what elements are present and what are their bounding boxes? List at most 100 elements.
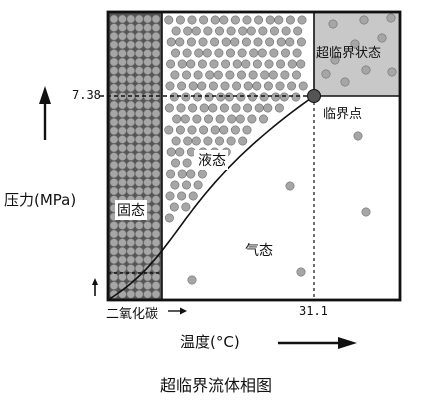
solid-particle	[126, 49, 136, 58]
solid-particle	[118, 229, 127, 239]
liquid-particle	[197, 81, 207, 91]
solid-particle	[118, 135, 127, 144]
liquid-particle	[235, 114, 245, 124]
solid-particle	[143, 40, 152, 50]
pressure-arrow-head	[39, 86, 51, 104]
liquid-particle	[219, 103, 229, 113]
solid-particle	[151, 100, 161, 110]
triple-point-arrow-head	[92, 278, 98, 285]
critical-point-marker	[307, 89, 321, 103]
liquid-particle	[226, 26, 236, 36]
solid-particle	[151, 186, 161, 196]
solid-particle	[134, 221, 144, 230]
liquid-particle	[254, 103, 264, 113]
solid-particle	[134, 186, 144, 196]
solid-particle	[126, 83, 136, 93]
solid-particle	[151, 83, 161, 93]
liquid-particle	[202, 48, 212, 58]
solid-particle	[151, 160, 161, 170]
solid-particle	[151, 40, 161, 50]
liquid-particle	[259, 92, 269, 102]
solid-particle	[143, 83, 152, 93]
gas-particle	[296, 267, 306, 277]
liquid-particle	[181, 92, 191, 102]
solid-particle	[126, 14, 136, 24]
solid-particle	[143, 57, 152, 67]
solid-particle	[143, 272, 152, 282]
liquid-particle	[280, 48, 290, 58]
solid-particle	[118, 221, 127, 230]
solid-particle	[109, 272, 119, 282]
liquid-particle	[269, 48, 279, 58]
solid-particle	[151, 246, 161, 256]
liquid-particle	[187, 15, 197, 25]
solid-particle	[126, 229, 136, 239]
solid-particle	[126, 135, 136, 144]
solid-particle	[109, 49, 119, 58]
liquid-particle	[188, 191, 198, 201]
liquid-particle	[177, 169, 187, 179]
liquid-particle	[238, 26, 248, 36]
liquid-particle	[181, 202, 191, 212]
solid-particle	[109, 152, 119, 161]
liquid-particle	[205, 70, 215, 80]
liquid-particle	[164, 103, 174, 113]
supercritical-particle	[387, 67, 397, 77]
solid-particle	[109, 66, 119, 75]
liquid-particle	[182, 180, 192, 190]
solid-particle	[134, 289, 144, 299]
solid-particle	[134, 74, 144, 84]
liquid-particle	[258, 114, 268, 124]
solid-particle	[126, 57, 136, 67]
liquid-particle	[230, 15, 240, 25]
liquid-particle	[252, 59, 262, 69]
liquid-particle	[293, 26, 303, 36]
solid-particle	[109, 186, 119, 196]
solid-particle	[151, 14, 161, 24]
solid-particle	[143, 31, 152, 41]
solid-particle	[134, 100, 144, 110]
liquid-particle	[238, 136, 248, 146]
solid-particle	[151, 203, 161, 213]
liquid-particle	[182, 158, 192, 168]
liquid-particle	[208, 103, 218, 113]
liquid-particle	[204, 114, 214, 124]
liquid-particle	[215, 26, 225, 36]
supercritical-particle	[340, 77, 350, 87]
supercritical-particle	[361, 65, 371, 75]
liquid-particle	[210, 125, 220, 135]
solid-particle	[151, 264, 161, 273]
supercritical-particle	[328, 19, 338, 29]
solid-particle	[151, 169, 161, 179]
liquid-particle	[171, 26, 181, 36]
solid-particle	[143, 126, 152, 136]
critical-temperature-tick-label: 31.1	[299, 304, 328, 318]
solid-particle	[134, 40, 144, 50]
supercritical-particle	[386, 13, 396, 23]
liquid-particle	[176, 103, 186, 113]
solid-particle	[109, 143, 119, 153]
liquid-particle	[166, 147, 176, 157]
liquid-particle	[203, 136, 213, 146]
solid-particle	[109, 229, 119, 239]
liquid-particle	[186, 37, 196, 47]
liquid-particle	[281, 26, 291, 36]
liquid-particle	[237, 70, 247, 80]
liquid-particle	[182, 70, 192, 80]
solid-particle	[126, 126, 136, 136]
liquid-particle	[194, 48, 204, 58]
supercritical-particle	[321, 69, 331, 79]
supercritical-particle	[330, 55, 340, 65]
solid-particle	[126, 143, 136, 153]
liquid-particle	[175, 15, 185, 25]
solid-particle	[118, 57, 127, 67]
liquid-particle	[279, 92, 289, 102]
liquid-particle	[182, 48, 192, 58]
solid-particle	[151, 23, 161, 32]
solid-particle	[143, 143, 152, 153]
solid-particle	[134, 238, 144, 247]
solid-particle	[109, 281, 119, 290]
solid-particle	[134, 178, 144, 187]
liquid-particle	[199, 103, 209, 113]
liquid-particle	[209, 59, 219, 69]
